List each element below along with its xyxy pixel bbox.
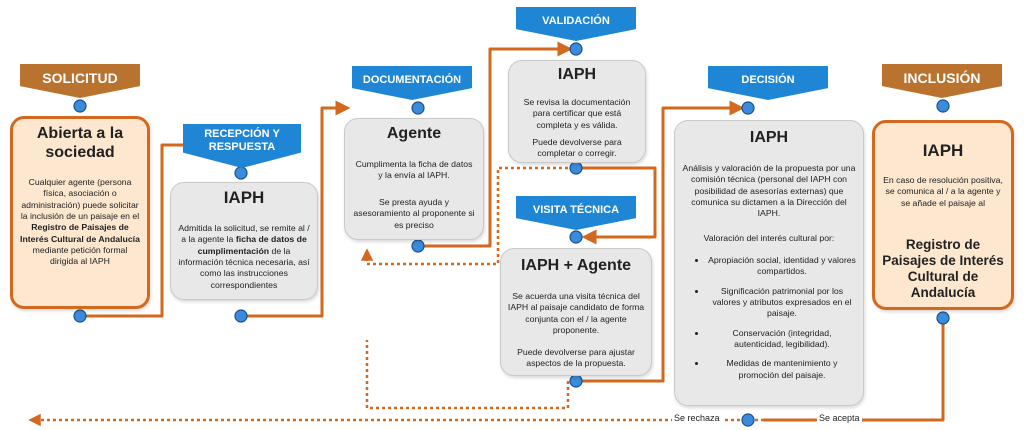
visita-card-title: IAPH + Agente bbox=[520, 257, 632, 274]
criteria-item: Significación patrimonial por los valore… bbox=[707, 286, 857, 320]
decision-card: IAPH Análisis y valoración de la propues… bbox=[674, 120, 864, 406]
validacion-card-title: IAPH bbox=[557, 66, 597, 83]
recepcion-card-title: IAPH bbox=[223, 188, 265, 207]
validacion-card-text-2: Puede devolverse para completar o correg… bbox=[532, 137, 622, 159]
visita-card-text-1: Se acuerda una visita técnica del IAPH a… bbox=[507, 291, 645, 335]
documentacion-card-title: Agente bbox=[386, 125, 442, 142]
accept-label: Se acepta bbox=[817, 413, 862, 423]
decision-card-title: IAPH bbox=[749, 129, 789, 146]
dashed-return-visita bbox=[365, 340, 570, 410]
dashed-return-validacion bbox=[360, 166, 568, 266]
inclusion-registry-name: Registro de Paisajes de Interés Cultural… bbox=[882, 237, 1004, 300]
criteria-item: Conservación (integridad, autenticidad, … bbox=[707, 328, 857, 351]
node-solicitud-bottom bbox=[73, 309, 87, 323]
node-solicitud-top bbox=[73, 99, 87, 113]
visita-card-text-2: Puede devolverse para ajustar aspectos d… bbox=[517, 347, 635, 369]
decision-card-text-1: Análisis y valoración de la propuesta po… bbox=[682, 163, 856, 219]
recepcion-card-text: Admitida la solicitud, se remite al / a … bbox=[178, 223, 310, 290]
node-visita-bottom bbox=[569, 374, 583, 388]
validacion-card: IAPH Se revisa la documentación para cer… bbox=[508, 60, 646, 163]
inclusion-card-title: IAPH bbox=[922, 141, 964, 160]
connector-visita-decision bbox=[574, 100, 745, 383]
node-decision-top bbox=[741, 101, 755, 115]
recepcion-card: IAPH Admitida la solicitud, se remite al… bbox=[170, 182, 318, 300]
documentacion-card-text-2: Se presta ayuda y asesoramiento al propo… bbox=[353, 197, 475, 230]
solicitud-card-title: Abierta a la sociedad bbox=[36, 125, 124, 161]
node-decision-bottom bbox=[741, 413, 755, 427]
node-recepcion-bottom bbox=[234, 309, 248, 323]
node-documentacion-top bbox=[411, 101, 425, 115]
documentacion-card-text-1: Cumplimenta la ficha de datos y la envía… bbox=[355, 159, 473, 181]
inclusion-card: IAPH En caso de resolución positiva, se … bbox=[872, 120, 1014, 310]
node-documentacion-bottom bbox=[411, 239, 425, 253]
node-recepcion-top bbox=[234, 166, 248, 180]
connector-validacion-visita bbox=[574, 166, 657, 245]
node-visita-top bbox=[569, 230, 583, 244]
connector-documentacion-validacion bbox=[416, 41, 573, 248]
inclusion-card-text: En caso de resolución positiva, se comun… bbox=[883, 175, 1003, 208]
solicitud-card: Abierta a la sociedad Cualquier agente (… bbox=[10, 116, 150, 309]
node-validacion-bottom bbox=[569, 161, 583, 175]
cultural-value-criteria: Apropiación social, identidad y valores … bbox=[683, 255, 857, 389]
criteria-item: Medidas de mantenimiento y promoción del… bbox=[707, 358, 857, 381]
validacion-card-text-1: Se revisa la documentación para certific… bbox=[523, 97, 631, 130]
solicitud-card-text: Cualquier agente (persona física, asocia… bbox=[20, 177, 140, 267]
reject-label: Se rechaza bbox=[672, 413, 722, 423]
visita-card: IAPH + Agente Se acuerda una visita técn… bbox=[500, 248, 652, 376]
documentacion-card: Agente Cumplimenta la ficha de datos y l… bbox=[344, 118, 484, 240]
decision-card-text-2: Valoración del interés cultural por: bbox=[703, 233, 835, 243]
node-inclusion-top bbox=[936, 99, 950, 113]
node-inclusion-bottom bbox=[936, 311, 950, 325]
node-validacion-top bbox=[569, 42, 583, 56]
connector-recepcion-documentacion bbox=[239, 100, 351, 318]
criteria-item: Apropiación social, identidad y valores … bbox=[707, 255, 857, 278]
